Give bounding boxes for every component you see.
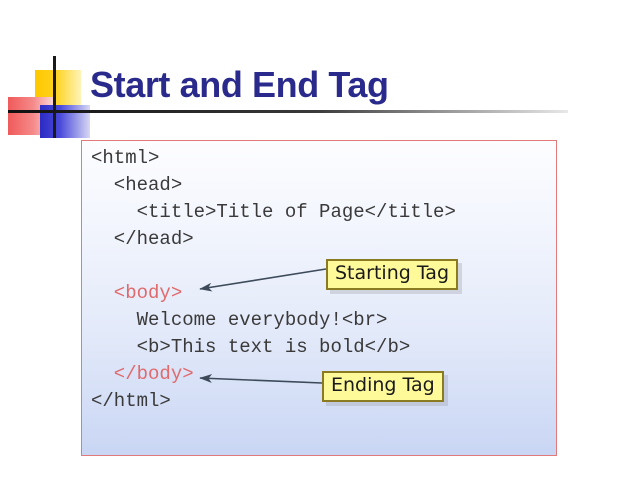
code-listing: <html> <head> <title>Title of Page</titl… (91, 145, 456, 415)
code-line: <html> (91, 147, 160, 169)
code-line: <title>Title of Page</title> (91, 201, 456, 223)
code-line: <head> (91, 174, 183, 196)
callout-starting-tag: Starting Tag (326, 259, 458, 290)
code-line: Welcome everybody!<br> (91, 309, 388, 331)
callout-starting-tag-label: Starting Tag (335, 262, 449, 284)
title-horizontal-rule (8, 110, 568, 113)
logo-vertical-rule (53, 56, 56, 138)
callout-ending-tag-label: Ending Tag (331, 374, 435, 396)
code-line: </html> (91, 390, 171, 412)
code-line: </body> (91, 363, 194, 385)
code-panel: <html> <head> <title>Title of Page</titl… (81, 140, 557, 456)
callout-ending-tag: Ending Tag (322, 371, 444, 402)
code-line: </head> (91, 228, 194, 250)
page-title: Start and End Tag (90, 64, 389, 105)
code-line: <b>This text is bold</b> (91, 336, 411, 358)
code-line: <body> (91, 282, 183, 304)
